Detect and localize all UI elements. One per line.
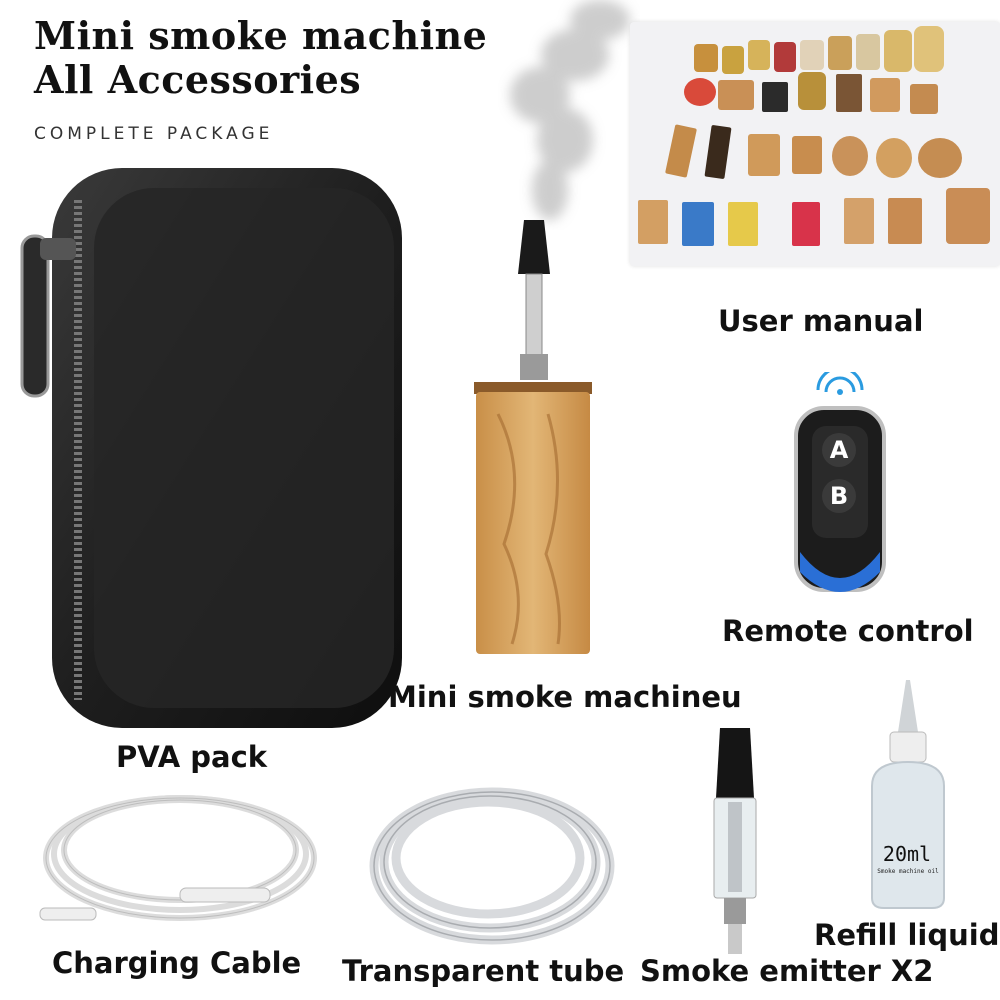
smoke-emitter-image: [713, 728, 757, 954]
refill-bottle-image: [871, 680, 945, 909]
remote-control-label: Remote control: [722, 614, 974, 648]
title-line-2: All Accessories: [34, 57, 362, 102]
remote-button-b: B: [822, 479, 856, 513]
smoke-machine-image: [474, 220, 592, 654]
page-title: Mini smoke machine All Accessories: [34, 14, 487, 102]
refill-liquid-label: Refill liquid: [814, 918, 1000, 952]
remote-button-a: A: [822, 433, 856, 467]
transparent-tube-label: Transparent tube: [342, 954, 625, 988]
transparent-tube-image: [369, 787, 615, 945]
smoke-emitter-label: Smoke emitter X2: [640, 954, 934, 988]
charging-cable-image: [39, 795, 317, 921]
pva-pack-label: PVA pack: [116, 740, 268, 774]
bottle-caption: Smoke machine oil: [877, 868, 939, 875]
smoke-machine-label: Mini smoke machineu: [388, 680, 742, 714]
smoke-image: [510, 0, 630, 220]
pva-case-image: [20, 168, 402, 728]
charging-cable-label: Charging Cable: [52, 946, 302, 980]
title-line-1: Mini smoke machine: [34, 13, 488, 58]
page-subtitle: COMPLETE PACKAGE: [34, 124, 274, 144]
user-manual-label: User manual: [718, 304, 924, 338]
bottle-volume-label: 20ml: [882, 842, 932, 866]
miniature-boxes-image: [638, 26, 990, 246]
user-manual-image: [630, 22, 1000, 266]
